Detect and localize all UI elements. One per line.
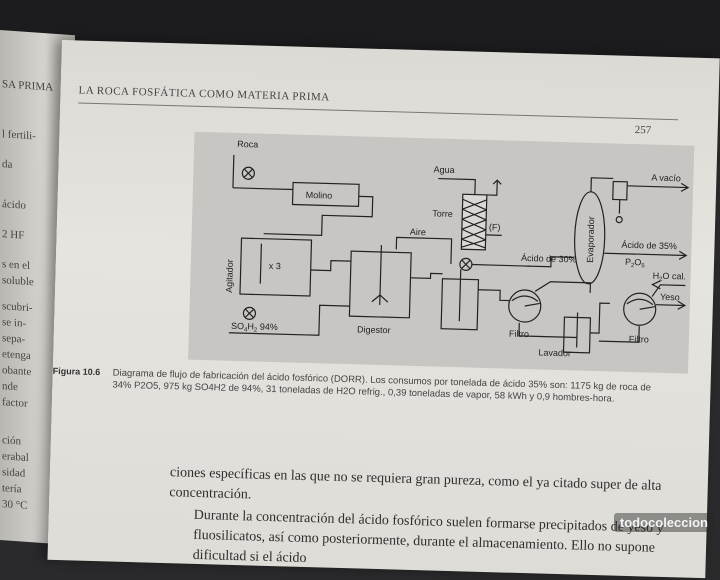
left-page-fragment: 2 HF [2,228,24,242]
label-evaporador: Evaporador [585,216,596,263]
label-agitador: Agitador [224,259,235,293]
label-molino: Molino [306,190,333,201]
left-page-fragment: sidad [2,466,25,480]
label-x3: x 3 [269,261,281,271]
page-number: 257 [635,124,652,136]
book-page: LA ROCA FOSFÁTICA COMO MATERIA PRIMA 257 [47,40,719,578]
figure-caption: Diagrama de flujo de fabricación del áci… [112,368,672,408]
label-roca: Roca [237,139,258,150]
left-page-fragment: nde [2,380,18,393]
label-f: (F) [489,222,501,232]
watermark-logo: todocoleccion [614,513,714,532]
label-acido35: Ácido de 35% [621,240,677,252]
left-page-fragment: ácido [2,198,26,212]
left-page-fragment: obante [2,364,31,378]
label-so4h2: SO4H2 94% [231,321,278,334]
label-filtro-2: Filtro [629,334,649,345]
left-page-fragment: ción [2,434,21,447]
flow-diagram: Roca Molino x 3 Agitador SO4H2 94% Diges… [188,132,694,374]
label-aire: Aire [410,227,426,237]
filtro-1 [508,290,541,323]
header-rule [78,102,678,120]
left-page-fragment: soluble [2,274,34,288]
label-avacio: A vacío [651,173,681,184]
label-filtro-1: Filtro [509,329,529,340]
left-page-fragment: erabal [2,450,29,464]
left-page-fragment: se in- [2,316,26,330]
label-torre: Torre [432,208,453,219]
left-page-fragment: factor [2,396,28,410]
left-page-fragment: l fertili- [2,128,36,142]
label-yeso: Yeso [660,292,680,303]
filtro-2 [623,293,656,326]
label-p2o5: P2O5 [625,257,646,270]
left-page-fragment: SA PRIMA [2,78,53,94]
left-page-fragment: s en el [2,258,30,272]
figure-label: Figura 10.6 [53,366,101,377]
left-page-fragment: 30 °C [2,498,28,512]
left-page-fragment: da [2,158,12,171]
torre-column [461,194,487,250]
left-page-fragment: sepa- [2,332,25,346]
label-acido30: Ácido de 30% [521,253,577,265]
label-agua: Agua [433,164,454,175]
flow-diagram-svg: Roca Molino x 3 Agitador SO4H2 94% Diges… [188,132,694,374]
left-page-fragment: tería [2,482,22,495]
left-page-fragment: scubri- [2,300,33,314]
running-header: LA ROCA FOSFÁTICA COMO MATERIA PRIMA [78,84,329,103]
left-page-fragment: etenga [2,348,31,362]
label-digestor: Digestor [357,324,391,335]
condenser [613,181,627,199]
label-lavador: Lavador [538,347,571,358]
